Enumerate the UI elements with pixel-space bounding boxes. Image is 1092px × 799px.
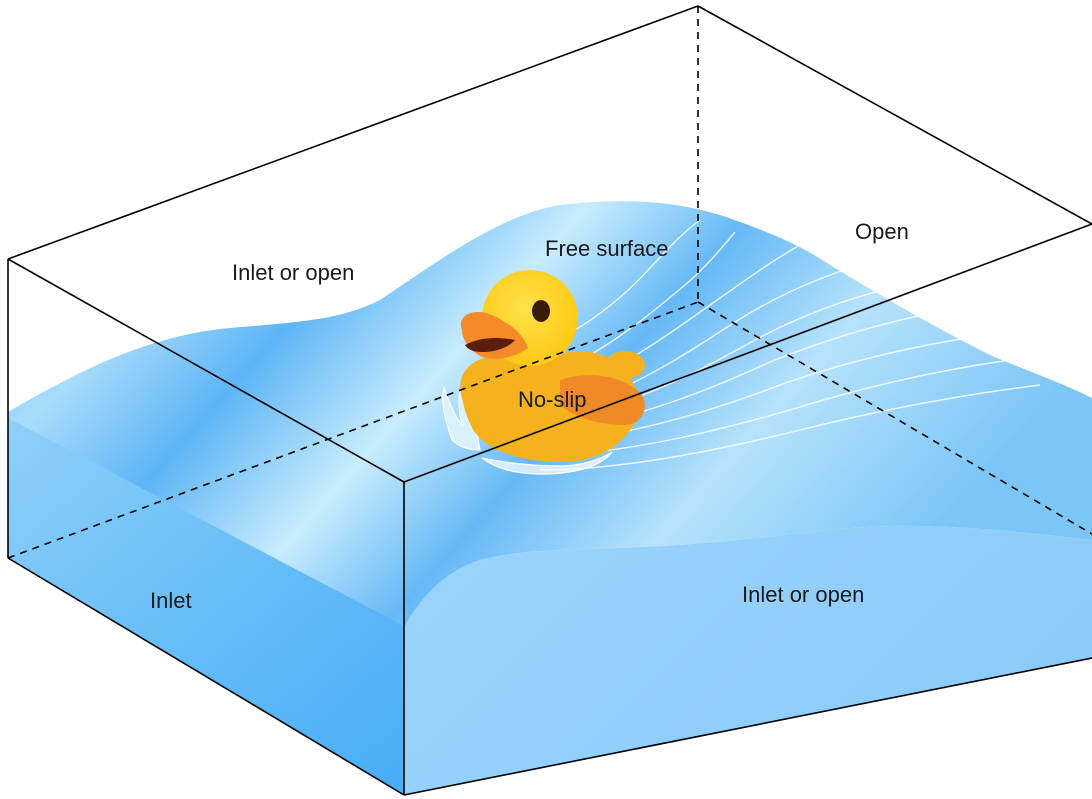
water-right-face — [404, 525, 1092, 795]
duck-eye — [532, 300, 550, 322]
label-inlet: Inlet — [150, 588, 192, 613]
label-inlet-or-open-back: Inlet or open — [232, 260, 354, 285]
label-inlet-or-open-right: Inlet or open — [742, 582, 864, 607]
duck-tail — [605, 351, 645, 379]
label-open: Open — [855, 219, 909, 244]
duck-mouth — [465, 337, 515, 352]
water-left-face — [8, 418, 404, 795]
duck-wing — [560, 375, 645, 425]
rubber-duck — [460, 270, 645, 462]
label-free-surface: Free surface — [545, 236, 669, 261]
water-splash — [441, 384, 613, 475]
box-front-edges — [7, 223, 1092, 796]
box-hidden-edges — [7, 6, 1092, 559]
label-no-slip: No-slip — [518, 387, 586, 412]
flow-streamlines — [539, 219, 1041, 471]
box-back-edges — [7, 5, 1092, 260]
